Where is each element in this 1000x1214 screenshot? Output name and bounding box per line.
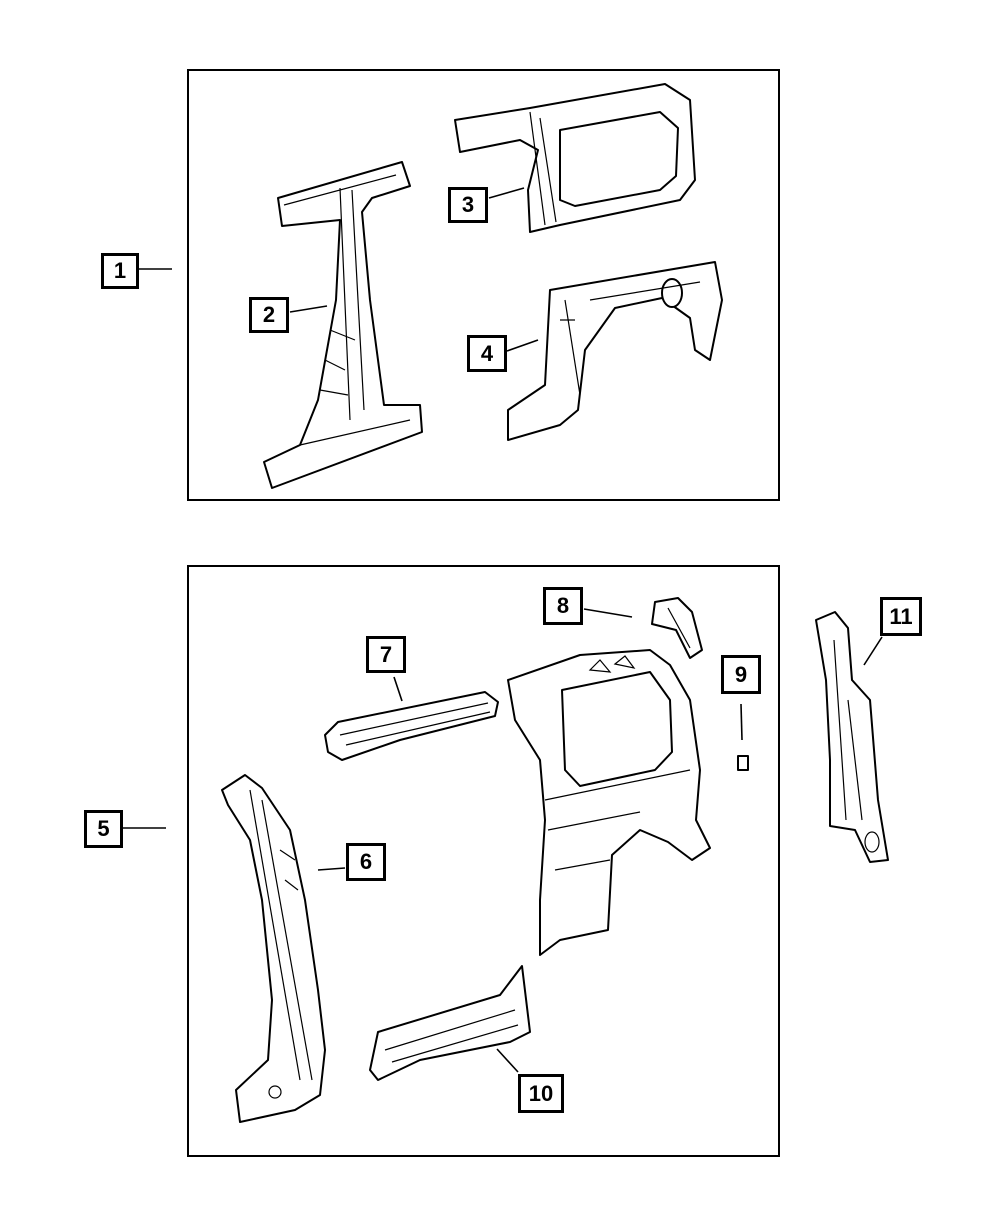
leader-lines bbox=[123, 187, 883, 1073]
callout-6[interactable]: 6 bbox=[346, 843, 386, 881]
leader-4 bbox=[506, 339, 539, 352]
part-7-rail bbox=[324, 691, 499, 761]
callout-10[interactable]: 10 bbox=[518, 1074, 564, 1113]
leader-6 bbox=[317, 867, 346, 871]
part-3-upper-quarter-panel bbox=[454, 83, 696, 233]
leader-3 bbox=[488, 187, 525, 199]
part-9-clip bbox=[737, 755, 749, 771]
leader-10 bbox=[496, 1048, 519, 1073]
leader-9 bbox=[740, 703, 743, 741]
callout-4[interactable]: 4 bbox=[467, 335, 507, 372]
callout-11[interactable]: 11 bbox=[880, 597, 922, 636]
assembly-1-frame bbox=[187, 69, 780, 501]
callout-3[interactable]: 3 bbox=[448, 187, 488, 223]
callout-9[interactable]: 9 bbox=[721, 655, 761, 694]
assembly-5-frame bbox=[187, 565, 780, 1157]
callout-5[interactable]: 5 bbox=[84, 810, 123, 848]
callout-8[interactable]: 8 bbox=[543, 587, 583, 625]
callout-2[interactable]: 2 bbox=[249, 297, 289, 333]
part-11-inner-pillar bbox=[815, 611, 889, 863]
callout-1[interactable]: 1 bbox=[101, 253, 139, 289]
leader-7 bbox=[393, 676, 403, 702]
leader-11 bbox=[863, 636, 883, 666]
part-6-pillar bbox=[221, 774, 326, 1123]
leader-8 bbox=[583, 608, 633, 618]
callout-7[interactable]: 7 bbox=[366, 636, 406, 673]
part-2-b-pillar bbox=[263, 161, 423, 489]
quarter-inner-panel bbox=[507, 649, 711, 956]
leader-2 bbox=[289, 305, 328, 313]
part-10-rocker bbox=[369, 965, 531, 1081]
part-8-bracket bbox=[651, 597, 703, 659]
part-4-quarter-panel-outer bbox=[507, 261, 723, 441]
